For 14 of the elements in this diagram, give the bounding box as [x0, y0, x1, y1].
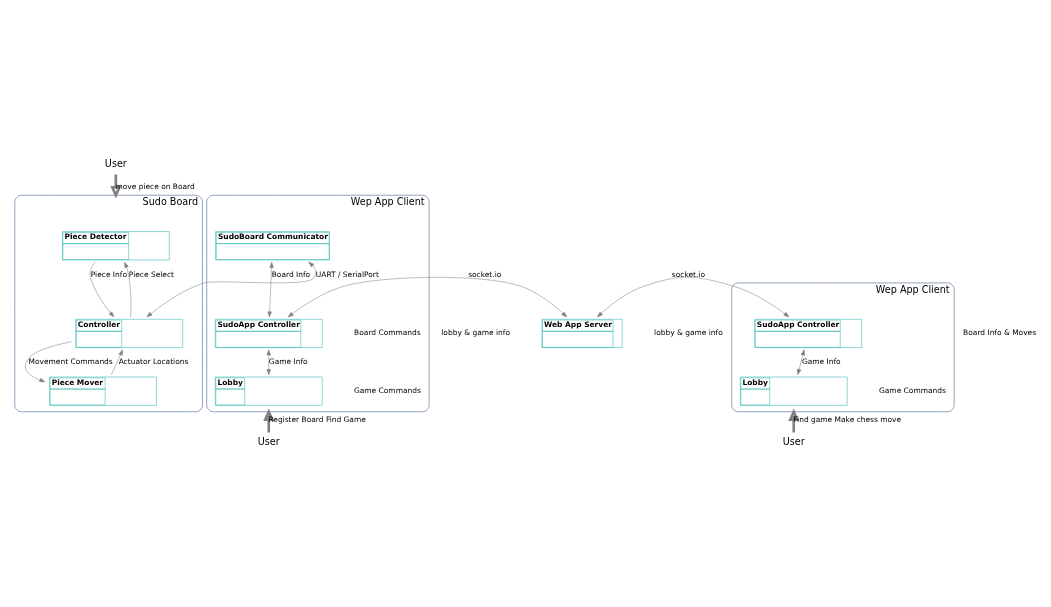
arrow — [124, 261, 132, 318]
arrow — [266, 349, 271, 375]
arrow — [89, 261, 115, 318]
node-text: User — [782, 435, 805, 447]
node-text: User — [104, 158, 127, 170]
arrow — [110, 349, 123, 375]
arrow — [25, 341, 72, 383]
arrow — [146, 261, 317, 318]
arrow — [597, 276, 790, 318]
arrow — [267, 261, 274, 318]
arrow — [797, 349, 805, 375]
node-text: User — [257, 435, 280, 447]
arrow — [110, 174, 122, 199]
arrow — [287, 277, 568, 318]
